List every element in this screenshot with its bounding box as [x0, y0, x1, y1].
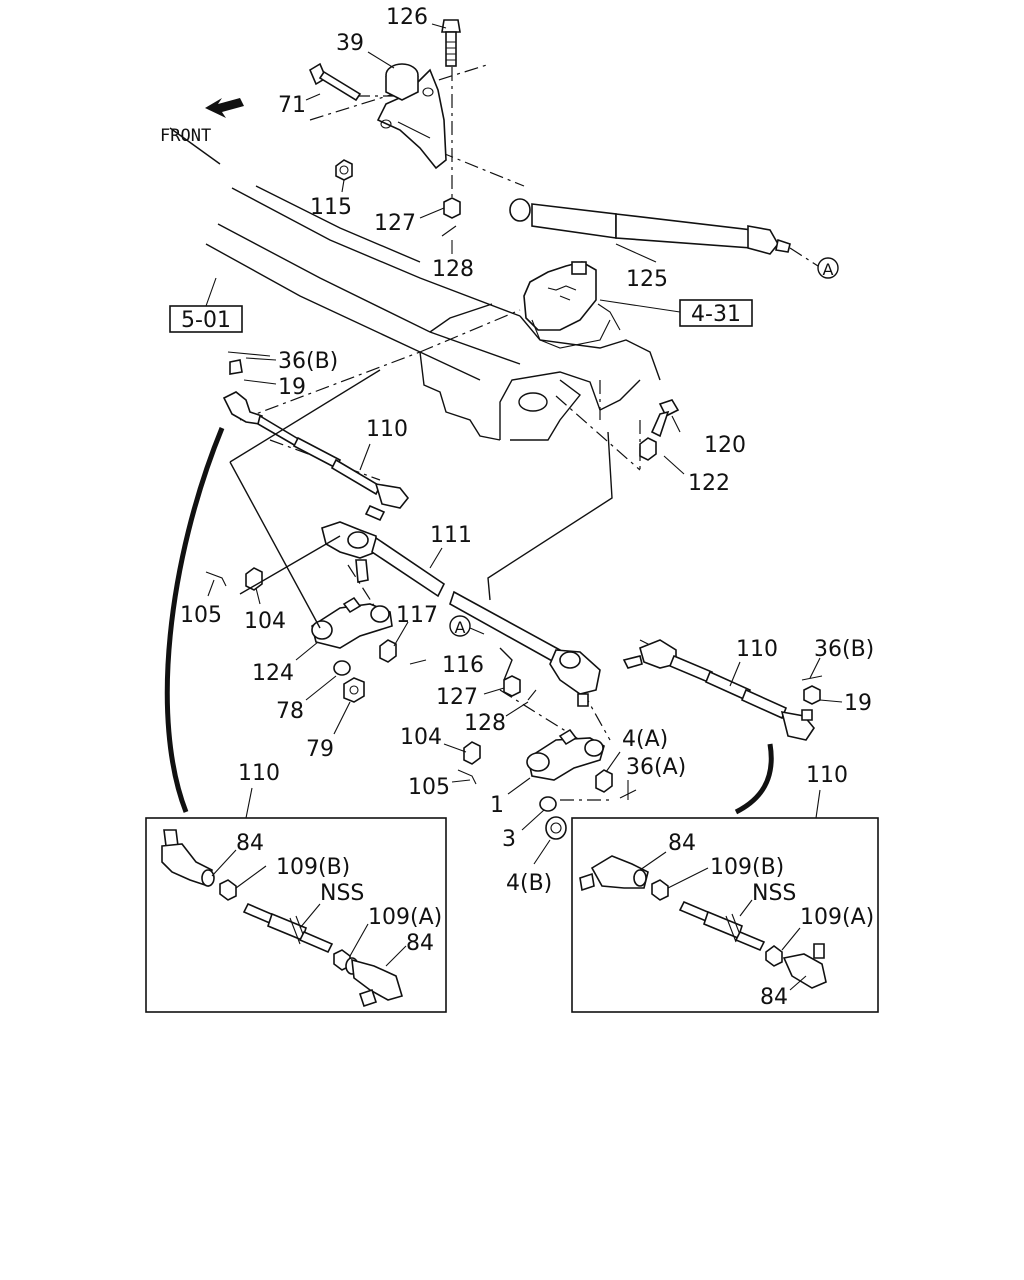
box-left-label-nss: NSS	[320, 881, 364, 906]
label-39: 39	[336, 31, 364, 56]
marker-a-leader	[469, 627, 485, 635]
circle-marker-a-mid: A	[449, 615, 471, 637]
box-left-label-84-a: 84	[236, 831, 264, 856]
box-left-label-84-b: 84	[406, 931, 434, 956]
nut-104-left	[245, 567, 263, 591]
chassis-frame	[169, 127, 661, 441]
label-111: 111	[430, 523, 472, 548]
label-104-mid: 104	[400, 725, 442, 750]
washer-3	[539, 796, 557, 812]
idler-arm-left	[311, 596, 393, 649]
label-leaders	[205, 23, 843, 865]
nut-122	[639, 437, 657, 461]
label-1: 1	[490, 793, 504, 818]
label-36b-left: 36(B)	[278, 349, 338, 374]
nut-4b	[545, 816, 567, 840]
box-left-label-109a: 109(A)	[368, 905, 442, 930]
nut-104-mid	[463, 741, 481, 765]
bolt-126	[441, 19, 461, 67]
part-labels: 126 39 71 115 127 128 125 36(B) 19 110 1…	[180, 5, 874, 1010]
label-4a: 4(A)	[622, 727, 668, 752]
label-110-right: 110	[736, 637, 778, 662]
label-110-upper: 110	[366, 417, 408, 442]
detail-box-left	[145, 817, 447, 1013]
label-124: 124	[252, 661, 294, 686]
nut-127-top	[443, 197, 461, 219]
label-71: 71	[278, 93, 306, 118]
circle-marker-a-top: A	[817, 257, 839, 279]
bolt-71	[308, 62, 362, 102]
idler-arm-right	[526, 728, 605, 781]
svg-text:A: A	[455, 618, 466, 637]
label-128-mid: 128	[464, 711, 506, 736]
nut-127-mid	[503, 675, 521, 697]
box-right-label-109b: 109(B)	[710, 855, 784, 880]
leader-left	[164, 427, 225, 813]
pin-128-top	[441, 225, 457, 237]
label-127-mid: 127	[436, 685, 478, 710]
washer-78	[333, 660, 351, 676]
drag-link-111	[321, 521, 601, 707]
label-122: 122	[688, 471, 730, 496]
nut-117	[379, 639, 397, 663]
bolt-120	[650, 399, 680, 438]
box-right-label-84-b: 84	[760, 985, 788, 1010]
pin-116	[409, 659, 427, 665]
label-120: 120	[704, 433, 746, 458]
front-arrow-icon	[205, 98, 244, 118]
label-105-mid: 105	[408, 775, 450, 800]
nut-115	[335, 159, 353, 181]
box-right-label-nss: NSS	[752, 881, 796, 906]
label-117: 117	[396, 603, 438, 628]
upper-bracket	[376, 63, 447, 170]
svg-text:5-01: 5-01	[181, 308, 231, 333]
label-127-top: 127	[374, 211, 416, 236]
svg-text:4-31: 4-31	[691, 302, 741, 327]
label-19-right: 19	[844, 691, 872, 716]
front-label: FRONT	[160, 126, 211, 146]
tie-rod-110-upper	[222, 351, 410, 522]
label-105-left: 105	[180, 603, 222, 628]
label-116: 116	[442, 653, 484, 678]
box-right-label-84-a: 84	[668, 831, 696, 856]
nut-79	[343, 677, 365, 703]
label-4b: 4(B)	[506, 871, 552, 896]
tie-rod-110-right	[622, 639, 823, 741]
ref-box-5-01[interactable]: 5-01	[169, 305, 243, 333]
label-115: 115	[310, 195, 352, 220]
steering-gear-box	[523, 261, 621, 349]
label-128-top: 128	[432, 257, 474, 282]
ref-box-4-31[interactable]: 4-31	[679, 299, 753, 327]
connector-lines	[229, 369, 613, 681]
label-104-left: 104	[244, 609, 286, 634]
box-right-label-109a: 109(A)	[800, 905, 874, 930]
label-110-box-left: 110	[238, 761, 280, 786]
label-19-left: 19	[278, 375, 306, 400]
label-125: 125	[626, 267, 668, 292]
label-36a: 36(A)	[626, 755, 686, 780]
svg-text:A: A	[823, 260, 834, 279]
box-left-label-109b: 109(B)	[276, 855, 350, 880]
label-126: 126	[386, 5, 428, 30]
label-79: 79	[306, 737, 334, 762]
pin-128-mid	[527, 689, 537, 701]
pin-105-left	[205, 571, 227, 587]
nut-4a	[595, 769, 613, 793]
detail-box-right	[571, 817, 879, 1013]
leader-right	[734, 743, 774, 815]
label-36b-right: 36(B)	[814, 637, 874, 662]
steering-damper-125	[509, 198, 819, 267]
label-110-box-right: 110	[806, 763, 848, 788]
pin-105-mid	[457, 769, 477, 785]
label-78: 78	[276, 699, 304, 724]
label-3: 3	[502, 827, 516, 852]
